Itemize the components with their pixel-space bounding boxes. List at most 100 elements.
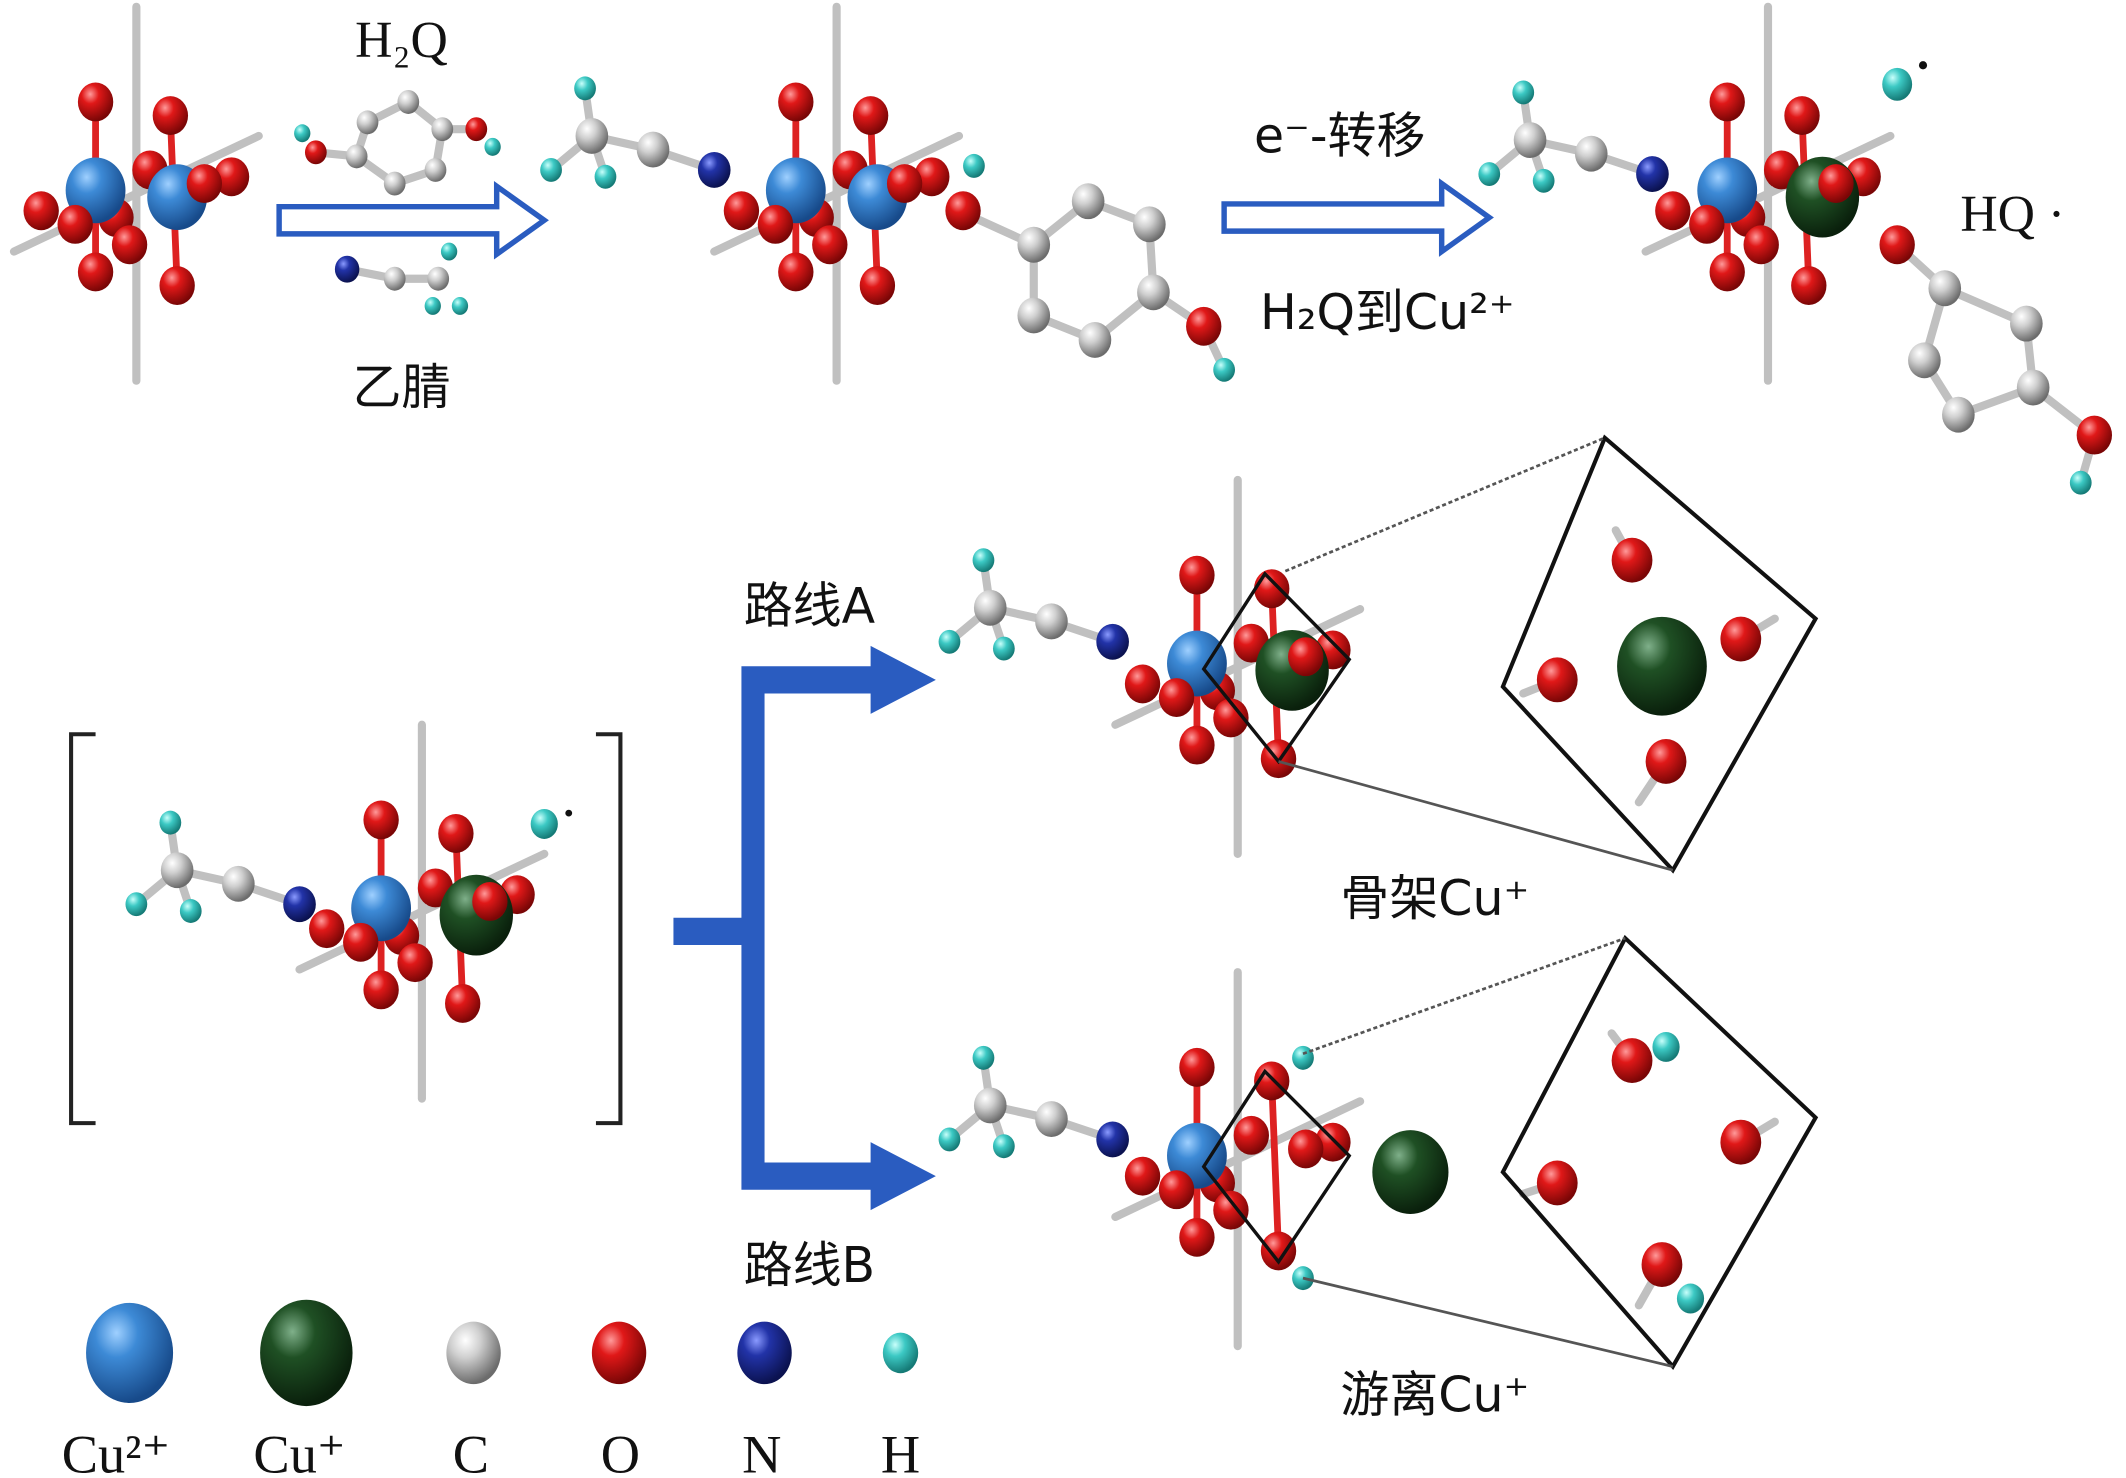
oxygen-atom xyxy=(1818,164,1854,204)
oxygen-atom xyxy=(1536,1160,1578,1206)
oxygen-atom xyxy=(1186,306,1222,346)
legend-swatch-c xyxy=(446,1321,501,1385)
oxygen-atom xyxy=(1791,266,1827,305)
oxygen-atom xyxy=(343,922,379,962)
carbon-atom xyxy=(356,110,379,135)
carbon-atom xyxy=(427,266,450,291)
hydrogen-atom xyxy=(1478,162,1501,187)
radical-dot xyxy=(1918,61,1928,70)
label-route-b: 路线B xyxy=(744,1237,875,1294)
carbon-atom xyxy=(2010,305,2043,342)
carbon-atom xyxy=(424,157,447,182)
carbon-atom xyxy=(575,118,609,154)
carbon-atom xyxy=(1942,396,1975,433)
oxygen-atom xyxy=(1254,569,1290,609)
oxygen-atom xyxy=(1288,1129,1324,1169)
oxygen-atom xyxy=(1179,1217,1215,1257)
hydrogen-atom xyxy=(530,809,558,839)
oxygen-atom xyxy=(1709,252,1745,292)
oxygen-atom xyxy=(213,157,250,197)
legend-swatch-cu2 xyxy=(86,1302,174,1403)
oxygen-atom xyxy=(812,225,848,265)
hydrogen-atom xyxy=(1652,1032,1680,1062)
radical-dot xyxy=(565,809,573,817)
legend: Cu²⁺ Cu⁺ C O N H xyxy=(62,1425,920,1478)
label-free-cu: 游离Cu⁺ xyxy=(1340,1366,1529,1423)
label-h2q: H₂Q xyxy=(355,12,448,69)
oxygen-atom xyxy=(1655,191,1691,231)
carbon-atom xyxy=(973,589,1007,626)
oxygen-atom xyxy=(304,140,327,165)
legend-swatch-o xyxy=(591,1321,647,1385)
hydrogen-atom xyxy=(159,810,182,835)
oxygen-atom xyxy=(1179,555,1215,595)
oxygen-atom xyxy=(778,82,814,122)
oxygen-atom xyxy=(1641,1242,1683,1287)
oxygen-atom xyxy=(723,191,760,231)
carbon-atom xyxy=(1513,122,1547,158)
carbon-atom xyxy=(1017,226,1051,263)
carbon-atom xyxy=(1928,270,1962,307)
hydrogen-atom xyxy=(963,153,985,178)
hydrogen-atom xyxy=(484,137,501,156)
oxygen-atom xyxy=(1158,1170,1195,1210)
selection-diamond xyxy=(1201,1068,1352,1265)
zoom-box xyxy=(1500,934,1819,1370)
legend-label-h: H xyxy=(881,1425,920,1478)
legend-swatch-cu1 xyxy=(260,1299,353,1407)
oxygen-atom xyxy=(1720,1119,1762,1165)
hydrogen-atom xyxy=(2069,470,2092,495)
hydrogen-atom xyxy=(540,157,562,182)
hydrogen-atom xyxy=(125,892,148,917)
oxygen-atom xyxy=(1611,537,1653,583)
hydrogen-atom xyxy=(594,164,617,189)
oxygen-atom xyxy=(859,266,896,305)
cu1-atom xyxy=(1372,1130,1449,1214)
oxygen-atom xyxy=(438,814,474,853)
oxygen-atom xyxy=(1233,1115,1269,1155)
bond xyxy=(9,131,263,256)
oxygen-atom xyxy=(77,252,114,292)
oxygen-atom xyxy=(1720,616,1762,662)
carbon-atom xyxy=(1035,603,1068,640)
carbon-atom xyxy=(1078,321,1112,358)
oxygen-atom xyxy=(186,164,223,204)
oxygen-atom xyxy=(1536,657,1578,703)
label-hq-radical: HQ · xyxy=(1960,186,2065,243)
zoom-guide-line xyxy=(1284,436,1606,573)
carbon-atom xyxy=(383,266,406,291)
label-framework-cu: 骨架Cu⁺ xyxy=(1340,870,1529,927)
hydrogen-atom xyxy=(938,1127,961,1152)
carbon-atom xyxy=(1574,135,1608,172)
hydrogen-atom xyxy=(992,636,1015,661)
label-route-a: 路线A xyxy=(744,578,876,635)
nitrogen-atom xyxy=(1096,623,1129,660)
carbon-atom xyxy=(1137,274,1170,311)
legend-label-cu2: Cu²⁺ xyxy=(62,1425,170,1478)
reaction-arrow xyxy=(276,180,549,260)
zoom-guide-line xyxy=(1278,760,1674,872)
hydrogen-atom xyxy=(1532,168,1555,193)
oxygen-atom xyxy=(1784,96,1820,136)
oxygen-atom xyxy=(465,117,488,142)
hydrogen-atom xyxy=(451,296,469,315)
oxygen-atom xyxy=(914,157,950,197)
intermediate-brackets xyxy=(69,732,623,1126)
carbon-atom xyxy=(636,131,670,168)
atoms-layer xyxy=(23,67,2113,1314)
oxygen-atom xyxy=(757,204,794,244)
oxygen-atom xyxy=(397,943,433,983)
oxygen-atom xyxy=(1124,1156,1161,1196)
carbon-atom xyxy=(1133,206,1166,243)
oxygen-atom xyxy=(1645,739,1687,784)
nitrogen-atom xyxy=(334,255,360,283)
oxygen-atom xyxy=(111,225,148,265)
hydrogen-atom xyxy=(440,242,458,261)
oxygen-atom xyxy=(363,970,399,1010)
bond xyxy=(295,849,549,974)
oxygen-atom xyxy=(152,96,189,136)
oxygen-atom xyxy=(57,204,93,244)
label-h2q-to-cu: H₂Q到Cu²⁺ xyxy=(1260,284,1515,341)
oxygen-atom xyxy=(77,82,114,122)
